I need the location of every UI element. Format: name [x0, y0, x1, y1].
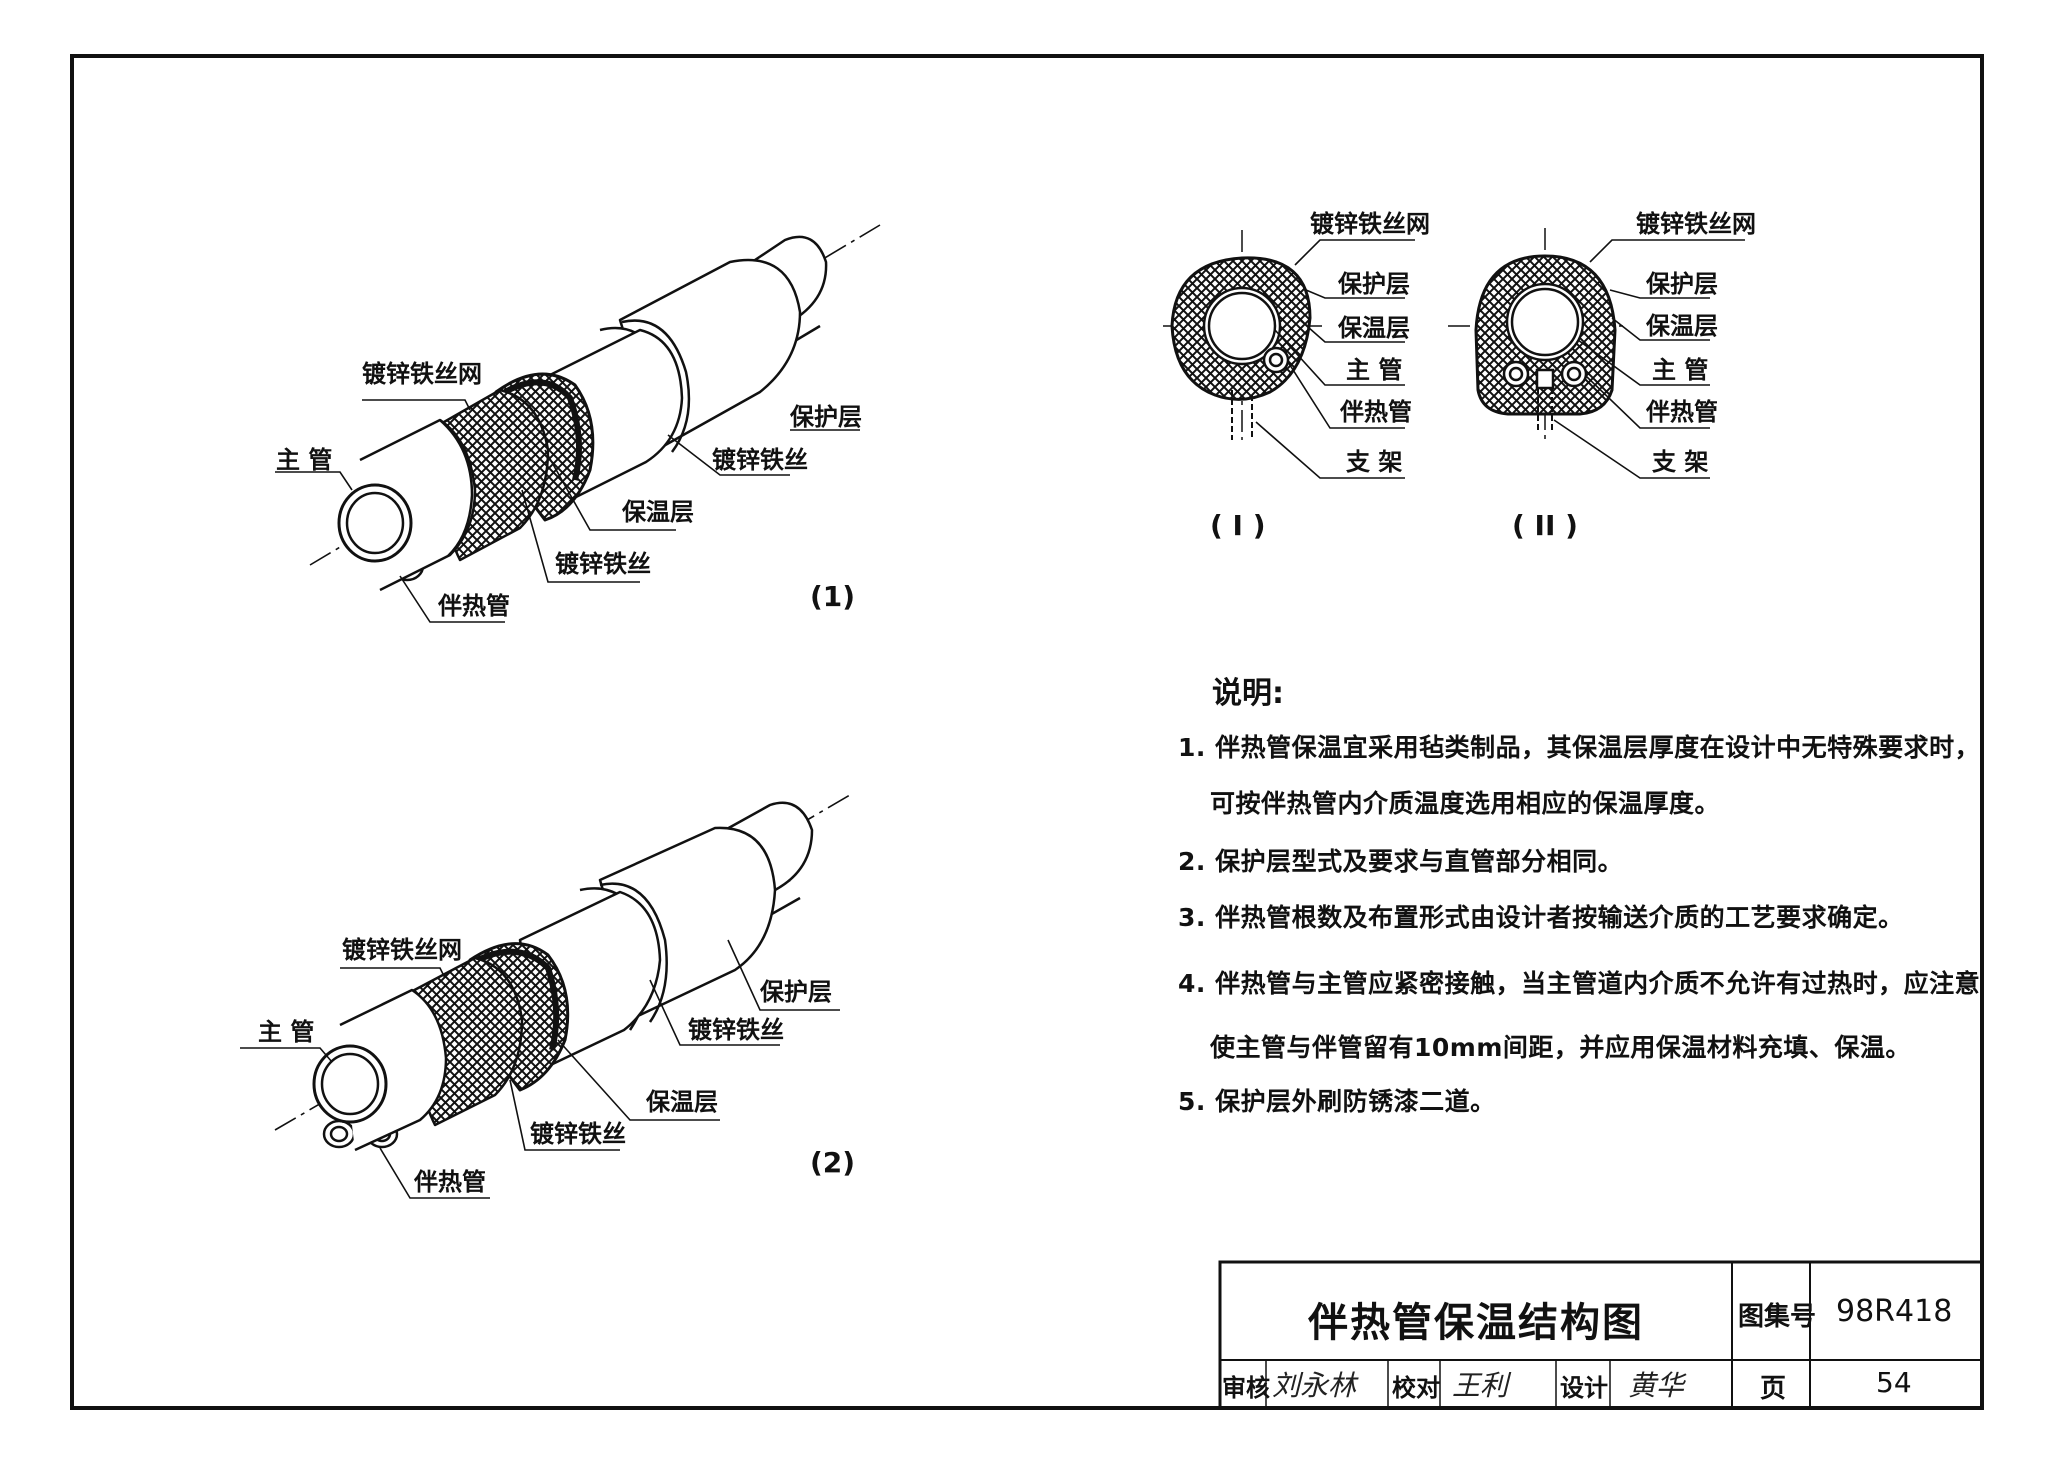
figure-2-caption: (2): [810, 1146, 855, 1179]
title-block-frame: [1218, 1260, 1984, 1410]
design-label: 设计: [1560, 1374, 1608, 1402]
fig2-main-pipe-label: 主 管: [258, 1018, 314, 1046]
sec2-tracer-label: 伴热管: [1645, 398, 1718, 426]
section-1-drawing: [1163, 230, 1322, 440]
sec1-insulation-label: 保温层: [1337, 314, 1410, 342]
review-label: 审核: [1222, 1374, 1270, 1402]
atlas-label: 图集号: [1738, 1302, 1817, 1332]
sec2-main-pipe-label: 主 管: [1652, 356, 1708, 384]
section-2-caption: ( II ): [1512, 509, 1578, 542]
note-line-7: 5. 保护层外刷防锈漆二道。: [1178, 1087, 1496, 1116]
note-line-1: 1. 伴热管保温宜采用毡类制品，其保温层厚度在设计中无特殊要求时，: [1178, 733, 1981, 762]
figure-2-pipe-drawing: [274, 794, 851, 1152]
sec2-protective-label: 保护层: [1645, 270, 1718, 298]
section-2-drawing: [1448, 228, 1625, 440]
note-line-6: 使主管与伴管留有10mm间距，并应用保温材料充填、保温。: [1210, 1033, 1911, 1062]
fig1-wire-right-label: 镀锌铁丝: [712, 446, 808, 474]
figure-1-caption: (1): [810, 580, 855, 613]
sec1-mesh-label: 镀锌铁丝网: [1310, 210, 1430, 238]
note-line-5: 4. 伴热管与主管应紧密接触，当主管道内介质不允许有过热时，应注意: [1178, 969, 1981, 998]
sheet-border: [70, 54, 1984, 1410]
fig1-main-pipe-label: 主 管: [276, 446, 332, 474]
sec1-protective-label: 保护层: [1337, 270, 1410, 298]
fig2-mesh-label: 镀锌铁丝网: [342, 936, 462, 964]
check-label: 校对: [1392, 1374, 1440, 1402]
notes-title: 说明:: [1212, 676, 1284, 711]
fig1-protective-label: 保护层: [789, 403, 862, 431]
figure-1-pipe-drawing: [309, 224, 881, 592]
note-line-2: 可按伴热管内介质温度选用相应的保温厚度。: [1210, 789, 1721, 818]
fig1-insulation-label: 保温层: [621, 498, 694, 526]
sec1-tracer-label: 伴热管: [1339, 398, 1412, 426]
sec2-insulation-label: 保温层: [1645, 312, 1718, 340]
check-signature: 王利: [1452, 1369, 1509, 1402]
note-line-3: 2. 保护层型式及要求与直管部分相同。: [1178, 847, 1624, 876]
fig2-wire-right-label: 镀锌铁丝: [688, 1016, 784, 1044]
sec1-main-pipe-label: 主 管: [1346, 356, 1402, 384]
note-line-4: 3. 伴热管根数及布置形式由设计者按输送介质的工艺要求确定。: [1178, 903, 1904, 932]
leader-lines: [240, 239, 1745, 1199]
sec1-support-label: 支 架: [1346, 448, 1402, 476]
sec2-support-label: 支 架: [1652, 448, 1708, 476]
page-label: 页: [1760, 1374, 1787, 1404]
section-1-caption: ( I ): [1210, 509, 1266, 542]
fig2-protective-label: 保护层: [759, 978, 832, 1006]
fig2-tracer-label: 伴热管: [413, 1168, 486, 1196]
fig1-mesh-label: 镀锌铁丝网: [362, 360, 482, 388]
atlas-number: 98R418: [1836, 1294, 1953, 1329]
page-number: 54: [1876, 1366, 1912, 1399]
fig1-wire-bottom-label: 镀锌铁丝: [555, 550, 651, 578]
drawing-title: 伴热管保温结构图: [1308, 1300, 1644, 1346]
fig1-tracer-label: 伴热管: [437, 592, 510, 620]
sec2-mesh-label: 镀锌铁丝网: [1636, 210, 1756, 238]
fig2-wire-bottom-label: 镀锌铁丝: [530, 1120, 626, 1148]
fig2-insulation-label: 保温层: [645, 1088, 718, 1116]
design-signature: 黄华: [1628, 1369, 1685, 1402]
review-signature: 刘永林: [1272, 1369, 1357, 1402]
